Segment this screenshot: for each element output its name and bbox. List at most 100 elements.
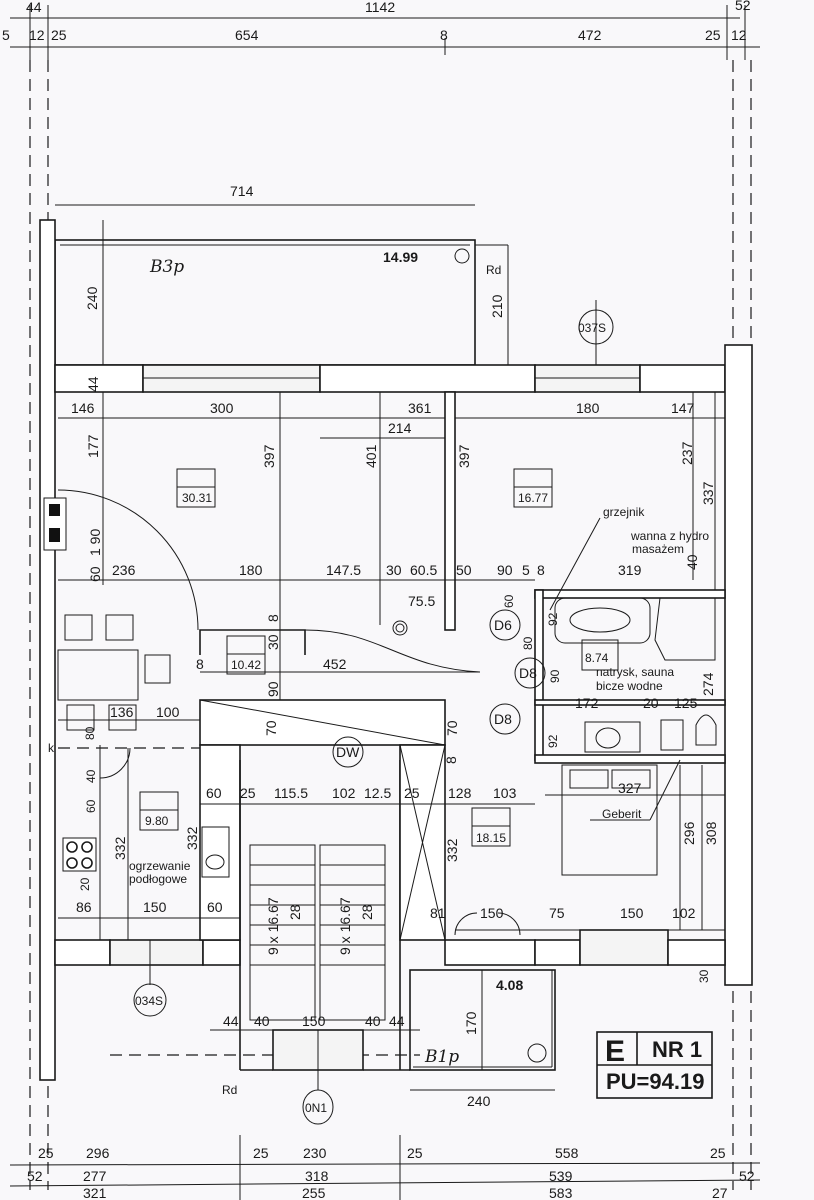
dim: 20 [643,695,659,711]
dim: 8 [440,27,448,43]
dim: 70 [263,720,279,736]
door-tag-d6: D6 [494,617,512,633]
dim: 150 [143,899,167,915]
dim: 397 [456,444,472,468]
dim: 128 [448,785,472,801]
dim: 300 [210,400,234,416]
balcony-top: 714 B3p 14.99 Rd 240 210 037S [54,183,614,366]
dim: 296 [681,821,697,845]
apartment-stamp: E NR 1 PU=94.19 [596,1031,713,1099]
dim: 12 [731,27,747,43]
dim: 214 [388,420,412,436]
usable-area: PU=94.19 [606,1069,704,1094]
dim: 321 [83,1185,107,1200]
dim: 8 [537,562,545,578]
dim: 337 [700,481,716,505]
dim: 277 [83,1168,107,1184]
dim: 80 [83,726,97,740]
window-tag: 037S [578,321,606,335]
dim: 40 [684,554,700,570]
dim: 27 [712,1185,728,1200]
apartment-number: NR 1 [652,1037,702,1062]
window-tag: 0N1 [305,1101,327,1115]
bathroom: 8.74 grzejnik wanna z hydro masażem natr… [502,505,717,821]
dim: 147.5 [326,562,361,578]
dim: 60 [207,899,223,915]
stair-flight-label: 9 x 16.67 [337,897,353,955]
kitchen: 9.80 ogrzewanie podłogowe k 136 100 80 4… [48,614,240,940]
dim: 150 [480,905,504,921]
dim: 332 [444,838,460,862]
dim: 583 [549,1185,573,1200]
dim: 230 [303,1145,327,1161]
dim: 50 [456,562,472,578]
door-tags: D6 D8 D8 DW [332,609,546,768]
dim: 8 [443,756,459,764]
stair-flight-label: 9 x 16.67 [265,897,281,955]
room-area: 16.77 [518,491,548,505]
window-tag-left: 034S [133,940,167,1017]
top-dimension-lines [10,5,760,60]
dim: 25 [253,1145,269,1161]
dim: 25 [710,1145,726,1161]
dim: 8 [196,656,204,672]
dim: 654 [235,27,259,43]
dim: 240 [467,1093,491,1109]
dim: 332 [112,836,128,860]
dim: 90 [548,669,562,683]
balcony-bottom: 4.08 B1p 170 240 Rd 0N1 44 40 150 40 44 [210,969,556,1125]
dim: 102 [672,905,696,921]
dim: 12.5 [364,785,391,801]
dim: 147 [671,400,695,416]
bathtub-note: wanna z hydro [630,529,709,543]
living-room: 30.31 44 146 300 361 214 177 397 401 397… [43,376,535,700]
dim: 452 [323,656,347,672]
dim: 52 [27,1168,43,1184]
dim: 327 [618,780,642,796]
dim: 136 [110,704,134,720]
dim: 60 [87,566,103,582]
dim: 318 [305,1168,329,1184]
dim: 60.5 [410,562,437,578]
bedroom-2: 18.15 128 103 327 296 308 332 81 150 75 … [430,764,725,983]
building-letter: E [605,1035,625,1068]
dim: 70 [444,720,460,736]
shower-note: bicze wodne [596,679,663,693]
dim: 308 [703,821,719,845]
bottom-dimension-lines [9,1135,761,1200]
kitchen-marker: k [48,741,55,755]
dim: 5 [522,562,530,578]
dim: 558 [555,1145,579,1161]
dim: 75 [549,905,565,921]
dim: 30 [386,562,402,578]
dim: 44 [223,1013,239,1029]
dim: 75.5 [408,593,435,609]
dim: 103 [493,785,517,801]
geberit-note: Geberit [602,807,642,821]
drain-label: Rd [222,1083,237,1097]
dim: 332 [184,826,200,850]
dim: 40 [365,1013,381,1029]
room-area: 30.31 [182,491,212,505]
room-area: 10.42 [231,658,261,672]
dim: 92 [546,734,560,748]
dim: 539 [549,1168,573,1184]
dim: 25 [407,1145,423,1161]
radiator-note: grzejnik [603,505,645,519]
door-tag-dw: DW [336,744,360,760]
dim: 170 [463,1011,479,1035]
dim: 180 [239,562,263,578]
dim: 30 [697,969,711,983]
dim: 146 [71,400,95,416]
dim: 8 [265,614,281,622]
dim: 44 [85,376,101,392]
staircase: 9 x 16.67 28 9 x 16.67 28 [249,844,386,1021]
dim: 60 [502,594,516,608]
dim: 92 [546,612,560,626]
door-tag-d8: D8 [494,711,512,727]
dim: 25 [51,27,67,43]
bottom-dimensions: 25 296 25 230 25 558 25 52 277 318 539 5… [27,1145,755,1200]
dim: 44 [389,1013,405,1029]
balcony-width: 714 [230,183,254,199]
